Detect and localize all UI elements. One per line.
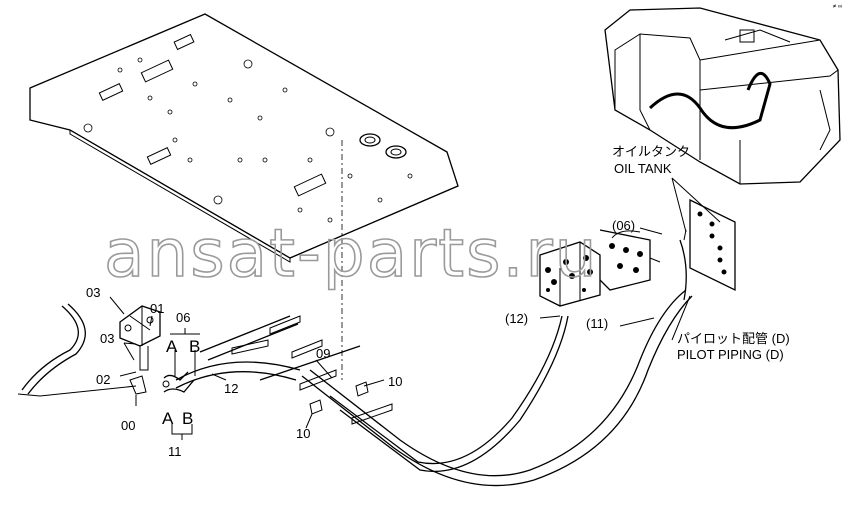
callout-12-paren: (12) bbox=[505, 311, 528, 326]
floor-plate bbox=[29, 13, 459, 263]
callout-06-paren: (06) bbox=[612, 218, 635, 233]
port-b-bottom: B bbox=[182, 409, 193, 428]
hose-bundle bbox=[17, 229, 693, 487]
pilot-valve-assembly bbox=[119, 305, 195, 395]
callout-11-paren: (11) bbox=[586, 316, 608, 331]
clamps bbox=[231, 315, 393, 425]
callout-00: 00 bbox=[121, 418, 135, 433]
pilot-piping-label-en: PILOT PIPING (D) bbox=[677, 347, 784, 362]
callout-10-bottom: 10 bbox=[296, 426, 310, 441]
pilot-piping-label-jp: パイロット配管 (D) bbox=[677, 331, 790, 346]
svg-text:≠ ∞: ≠ ∞ bbox=[833, 4, 842, 10]
callout-12: 12 bbox=[224, 381, 238, 396]
port-a-top: A bbox=[166, 337, 178, 356]
callout-02: 02 bbox=[96, 372, 110, 387]
callout-03-mid: 03 bbox=[100, 331, 114, 346]
callout-10-right: 10 bbox=[388, 374, 402, 389]
callout-11: 11 bbox=[168, 444, 182, 459]
leader-lines bbox=[109, 227, 691, 440]
callout-01: 01 bbox=[150, 301, 164, 316]
oil-tank-label-en: OIL TANK bbox=[614, 161, 672, 176]
oil-tank-leader bbox=[671, 177, 721, 233]
callout-03-top: 03 bbox=[86, 285, 100, 300]
port-strip bbox=[689, 198, 736, 292]
port-a-bottom: A bbox=[162, 409, 174, 428]
bolts bbox=[309, 381, 369, 415]
oil-tank-label-jp: オイルタンク bbox=[612, 144, 690, 159]
watermark: ansat-parts.ru bbox=[104, 215, 598, 292]
control-valve bbox=[539, 229, 661, 307]
callout-06: 06 bbox=[176, 310, 190, 325]
excavator-inset: ≠ ∞ bbox=[604, 4, 842, 185]
callout-09: 09 bbox=[316, 346, 330, 361]
port-b-top: B bbox=[189, 337, 200, 356]
